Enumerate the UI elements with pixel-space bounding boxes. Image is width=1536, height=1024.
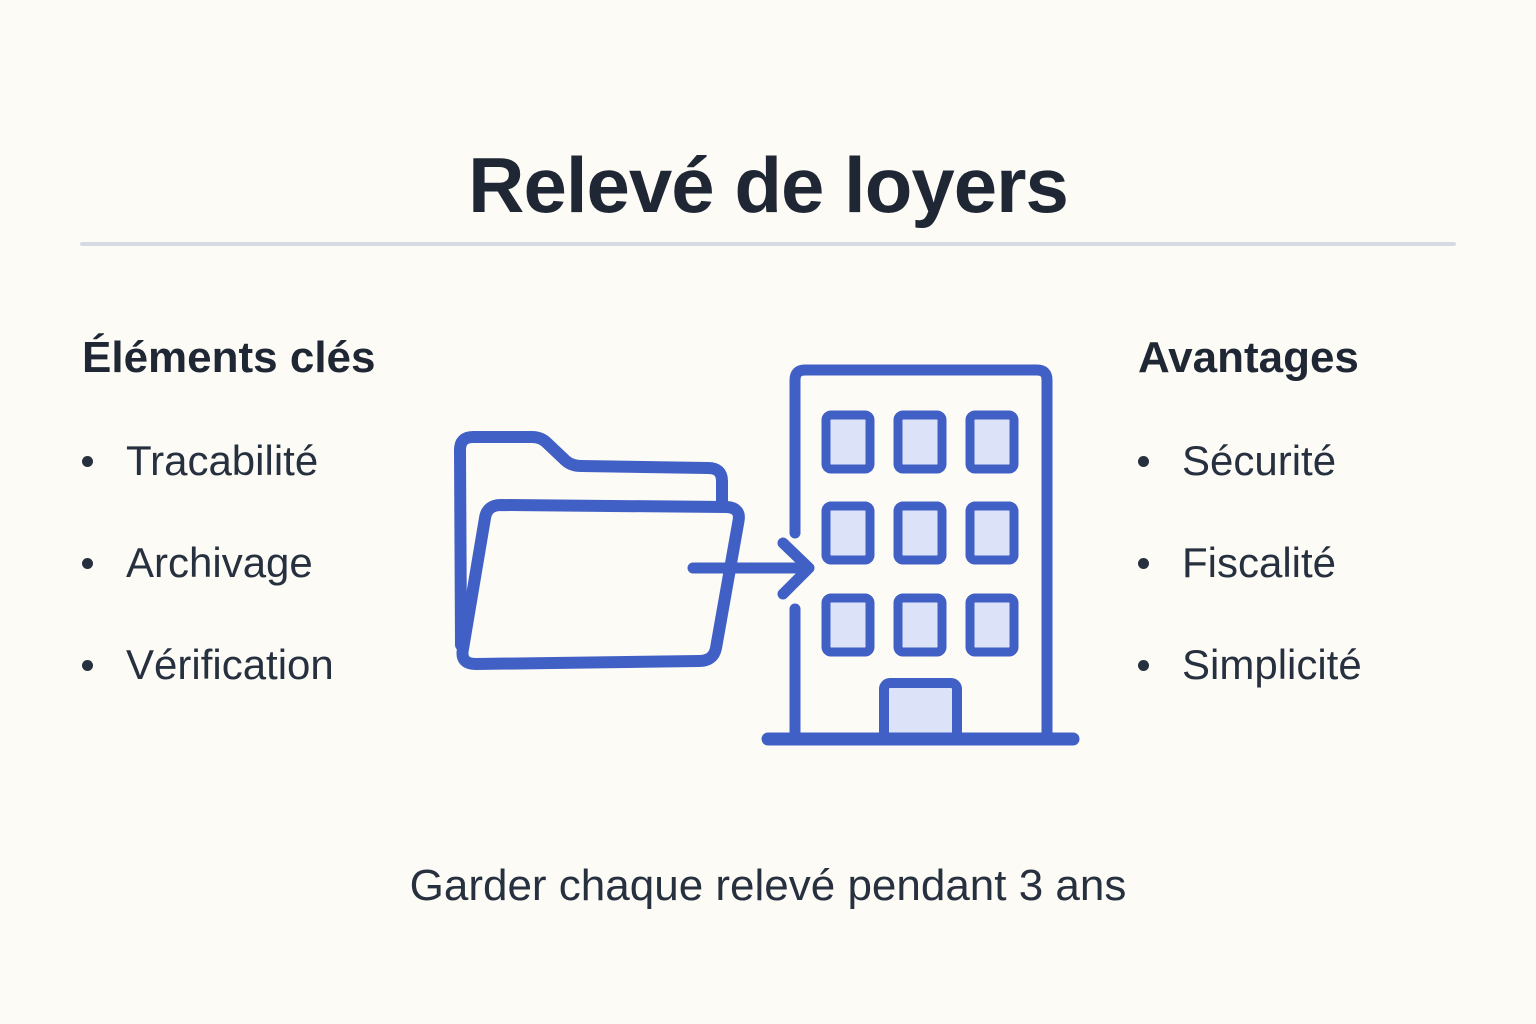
- list-item: Simplicité: [1138, 644, 1362, 686]
- list-item: Vérification: [82, 644, 334, 686]
- list-item-label: Simplicité: [1182, 641, 1362, 688]
- key-elements-list: Tracabilité Archivage Vérification: [82, 440, 334, 746]
- building-windows: [821, 410, 1019, 657]
- bullet-dot: [82, 659, 93, 671]
- list-item: Fiscalité: [1138, 542, 1362, 584]
- list-item: Tracabilité: [82, 440, 334, 482]
- list-item: Archivage: [82, 542, 334, 584]
- bullet-dot: [1138, 455, 1149, 467]
- bullet-dot: [82, 455, 93, 467]
- building-door: [879, 678, 962, 744]
- arrow-right-icon: [687, 537, 815, 600]
- building-icon: [761, 364, 1080, 746]
- list-item-label: Fiscalité: [1182, 539, 1337, 586]
- footer-note: Garder chaque relevé pendant 3 ans: [409, 861, 1127, 910]
- open-folder-icon: [454, 431, 745, 670]
- list-item-label: Archivage: [126, 539, 313, 586]
- advantages-list: Sécurité Fiscalité Simplicité: [1138, 440, 1362, 746]
- list-item-label: Tracabilité: [126, 437, 319, 484]
- bullet-dot: [1138, 557, 1149, 569]
- folder-to-building-illustration: [454, 364, 1080, 746]
- list-item-label: Sécurité: [1182, 437, 1337, 484]
- advantages-section: Avantages Sécurité Fiscalité Simplicité: [1138, 333, 1498, 686]
- bullet-dot: [1138, 659, 1149, 671]
- list-item-label: Vérification: [126, 641, 334, 688]
- key-elements-heading: Éléments clés: [82, 333, 376, 382]
- horizontal-divider: [80, 242, 1456, 246]
- advantages-heading: Avantages: [1138, 333, 1359, 382]
- key-elements-section: Éléments clés Tracabilité Archivage Véri…: [82, 333, 482, 686]
- bullet-dot: [82, 557, 93, 569]
- list-item: Sécurité: [1138, 440, 1362, 482]
- page-title: Relevé de loyers: [468, 141, 1069, 230]
